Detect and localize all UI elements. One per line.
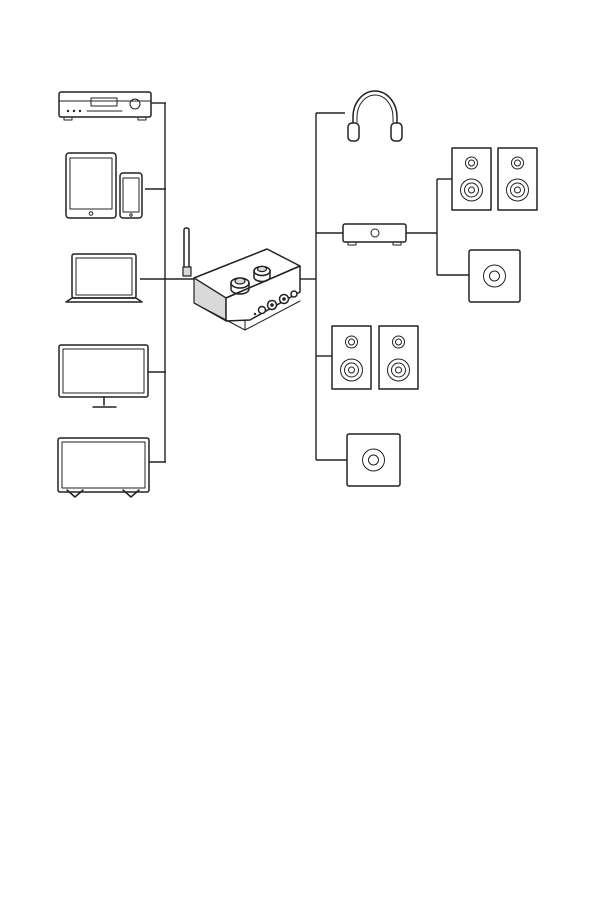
power-amplifier-icon: [343, 224, 406, 245]
subwoofer-icon: [347, 434, 400, 486]
headphones-icon: [348, 91, 402, 141]
laptop-icon: [66, 254, 142, 302]
monitor-icon: [59, 345, 148, 407]
subwoofer-icon: [469, 250, 520, 302]
tablet-phone-icon: [66, 153, 142, 218]
tv-icon: [58, 438, 149, 497]
amplifier-with-antenna-icon: [183, 228, 300, 330]
output-wiring: [300, 113, 469, 460]
cd-player-icon: [59, 92, 151, 120]
speaker-pair-icon: [452, 148, 537, 210]
input-wiring: [140, 103, 194, 462]
speaker-pair-icon: [332, 326, 418, 389]
